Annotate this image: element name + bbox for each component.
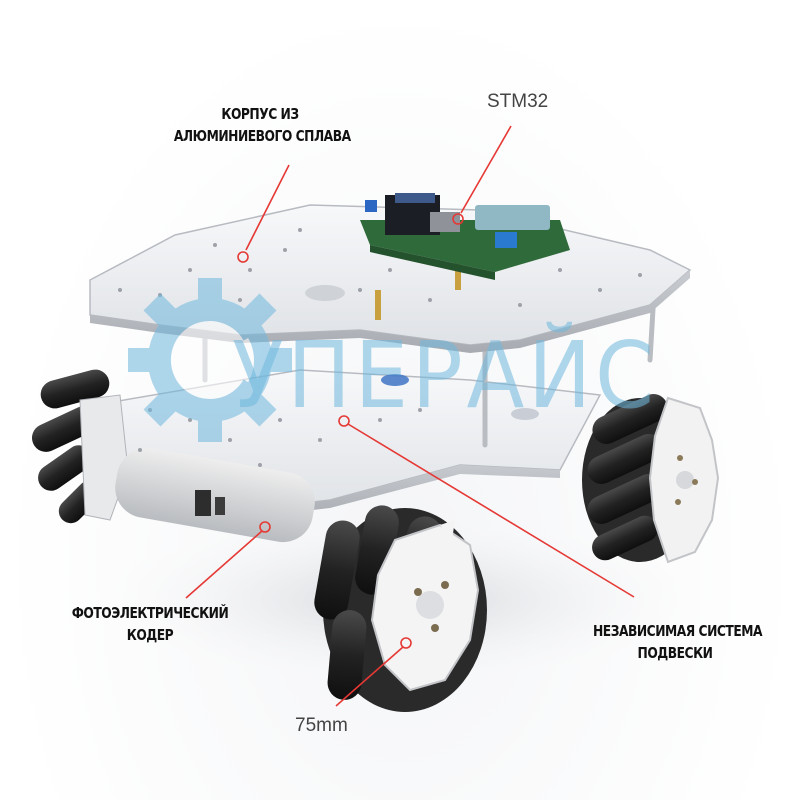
callout-stm32: STM32 bbox=[487, 91, 549, 112]
wheel-back-right bbox=[582, 394, 720, 564]
callout-body-line2: АЛЮМИНИЕВОГО СПЛАВА bbox=[173, 127, 351, 145]
callout-wheel-diameter: 75mm bbox=[295, 715, 348, 736]
callout-suspension-line2: ПОДВЕСКИ bbox=[637, 644, 713, 662]
callout-lines bbox=[185, 125, 635, 707]
callout-encoder-line1: ФОТОЭЛЕКТРИЧЕСКИЙ bbox=[71, 604, 229, 622]
stm32-board bbox=[360, 193, 570, 320]
callout-independent-suspension: НЕЗАВИСИМАЯ СИСТЕМА ПОДВЕСКИ bbox=[593, 620, 763, 664]
callout-suspension-line1: НЕЗАВИСИМАЯ СИСТЕМА bbox=[593, 622, 763, 640]
wheel-front-left bbox=[31, 369, 129, 524]
callout-encoder-line2: КОДЕР bbox=[126, 626, 174, 644]
gear-icon bbox=[128, 278, 292, 442]
encoder-motor bbox=[115, 447, 315, 543]
callout-photoelectric-encoder: ФОТОЭЛЕКТРИЧЕСКИЙ КОДЕР bbox=[60, 602, 240, 646]
callout-aluminum-body: КОРПУС ИЗ АЛЮМИНИЕВОГО СПЛАВА bbox=[173, 103, 351, 147]
wheel-front-right bbox=[314, 505, 487, 712]
watermark-text: УПЕРАЙС bbox=[232, 322, 658, 429]
callout-body-line1: КОРПУС ИЗ bbox=[221, 105, 299, 123]
